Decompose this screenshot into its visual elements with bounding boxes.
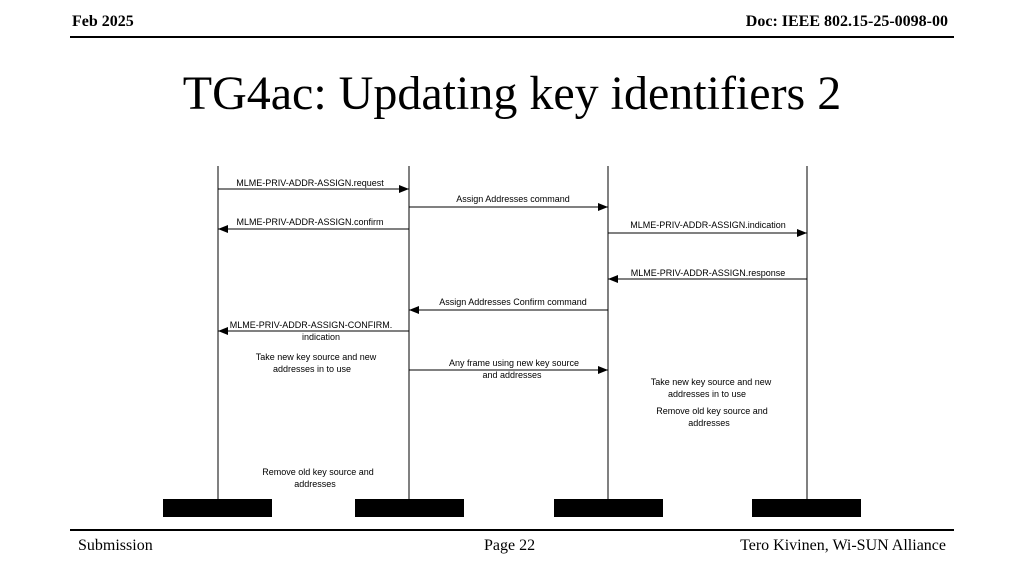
label-assign-addresses-confirm-command: Assign Addresses Confirm command xyxy=(439,297,587,307)
lifeline-end-bar-4 xyxy=(752,499,861,517)
footer-page-number: Page 22 xyxy=(484,537,536,554)
note-left-take-new-key-line2: addresses in to use xyxy=(273,364,351,374)
header-date: Feb 2025 xyxy=(72,13,134,30)
note-left-remove-old-key-line1: Remove old key source and xyxy=(262,467,374,477)
label-priv-addr-assign-indication: MLME-PRIV-ADDR-ASSIGN.indication xyxy=(630,220,786,230)
footer-rule xyxy=(70,529,954,531)
lifeline-end-bar-2 xyxy=(355,499,464,517)
label-priv-addr-assign-response: MLME-PRIV-ADDR-ASSIGN.response xyxy=(631,268,786,278)
note-right-take-new-key-line2: addresses in to use xyxy=(668,389,746,399)
label-any-frame-new-key-line1: Any frame using new key source xyxy=(449,358,579,368)
footer-submission: Submission xyxy=(78,537,153,554)
note-right-remove-old-key-line2: addresses xyxy=(688,418,730,428)
lifeline-end-bar-1 xyxy=(163,499,272,517)
label-assign-addresses-command: Assign Addresses command xyxy=(456,194,570,204)
note-left-take-new-key-line1: Take new key source and new xyxy=(256,352,377,362)
footer-author: Tero Kivinen, Wi-SUN Alliance xyxy=(740,537,946,554)
label-priv-addr-assign-confirm-indication-line1: MLME-PRIV-ADDR-ASSIGN-CONFIRM. xyxy=(230,320,393,330)
note-left-remove-old-key-line2: addresses xyxy=(294,479,336,489)
lifeline-end-bar-3 xyxy=(554,499,663,517)
note-right-remove-old-key-line1: Remove old key source and xyxy=(656,406,768,416)
note-right-take-new-key-line1: Take new key source and new xyxy=(651,377,772,387)
slide-title: TG4ac: Updating key identifiers 2 xyxy=(182,67,842,120)
label-priv-addr-assign-confirm-indication-line2: indication xyxy=(302,332,340,342)
label-priv-addr-assign-request: MLME-PRIV-ADDR-ASSIGN.request xyxy=(236,178,384,188)
label-any-frame-new-key-line2: and addresses xyxy=(482,370,542,380)
header-doc-id: Doc: IEEE 802.15-25-0098-00 xyxy=(745,13,948,30)
label-priv-addr-assign-confirm: MLME-PRIV-ADDR-ASSIGN.confirm xyxy=(236,217,383,227)
header-rule xyxy=(70,36,954,38)
crop-mask xyxy=(200,150,840,164)
